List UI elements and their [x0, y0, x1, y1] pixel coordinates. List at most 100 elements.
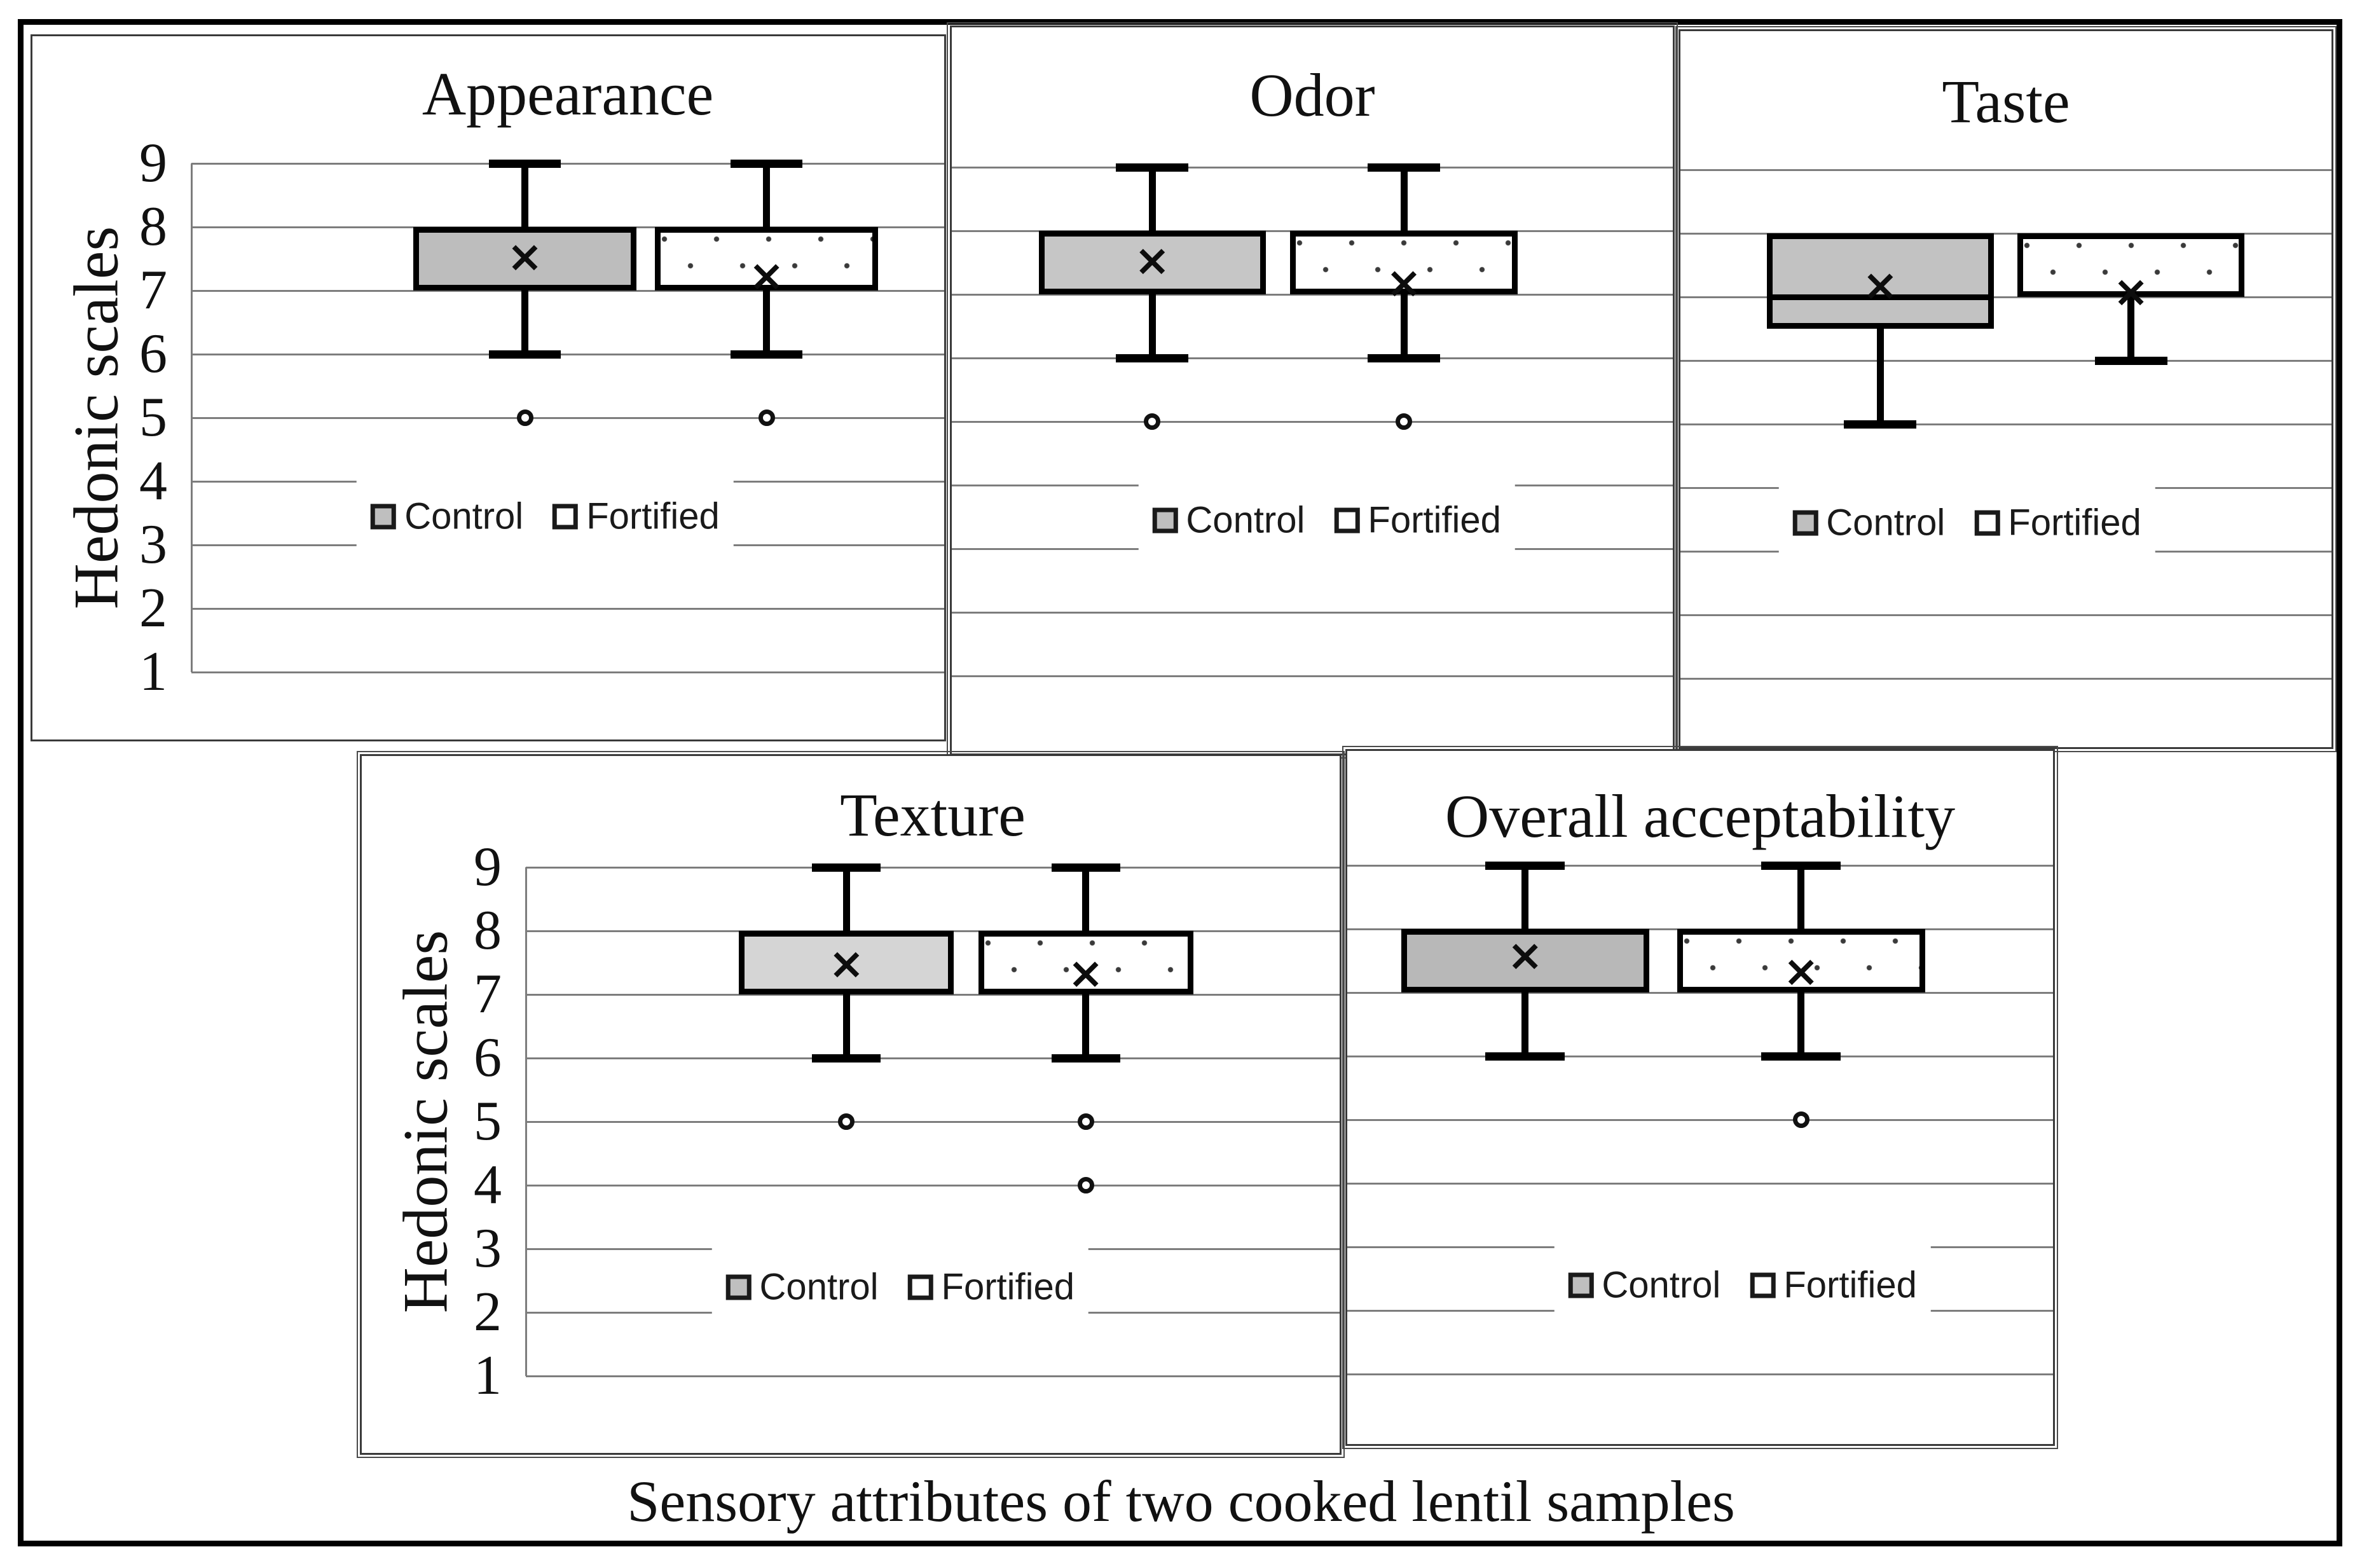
gridline-4: [1347, 1182, 2053, 1185]
whisker-fortified: [2127, 233, 2135, 361]
whisker-cap-high-control: [1116, 163, 1189, 172]
gridline-9: [526, 866, 1340, 869]
panel-title-overall-acceptability: Overall acceptability: [1445, 782, 1956, 850]
legend-swatch-control: [725, 1274, 752, 1300]
outlier-control-5: [838, 1113, 855, 1130]
gridline-5: [952, 420, 1673, 423]
y-tick-label-8: 8: [474, 900, 502, 961]
whisker-cap-high-control: [1485, 862, 1565, 870]
y-tick-label-1: 1: [139, 641, 167, 703]
box-control: [413, 227, 637, 291]
gridline-8: [1680, 232, 2331, 235]
gridline-1: [1680, 677, 2331, 680]
legend: Control Fortified: [1778, 482, 2155, 563]
whisker-cap-high-control: [812, 863, 881, 872]
whisker-cap-low-control: [1116, 354, 1189, 362]
y-tick-label-3: 3: [474, 1218, 502, 1279]
y-tick-label-4: 4: [474, 1154, 502, 1216]
y-tick-label-4: 4: [139, 450, 167, 512]
whisker-cap-high-control: [489, 160, 561, 168]
y-tick-label-9: 9: [474, 836, 502, 898]
whisker-cap-low-control: [489, 350, 561, 359]
outlier-control-5: [1144, 413, 1161, 430]
gridline-9: [1680, 168, 2331, 171]
outlier-control-5: [516, 409, 533, 426]
outlier-fortified-5: [1396, 413, 1413, 430]
whisker-control: [1876, 233, 1884, 424]
gridline-5: [1680, 423, 2331, 425]
mean-marker-fortified: ×: [748, 251, 785, 301]
legend-label-control: Control: [1186, 499, 1305, 541]
legend-item-control: Control: [1792, 502, 1945, 544]
panel-title-odor: Odor: [1249, 61, 1375, 129]
legend-swatch-control: [1568, 1272, 1594, 1298]
whisker-cap-low-control: [812, 1054, 881, 1063]
legend-label-fortified: Fortified: [1783, 1264, 1917, 1306]
y-axis-line: [525, 867, 527, 1376]
legend: Control Fortified: [357, 476, 734, 557]
outlier-fortified-5: [1792, 1111, 1809, 1128]
y-tick-label-7: 7: [139, 259, 167, 321]
whisker-cap-high-fortified: [1367, 163, 1441, 172]
whisker-cap-high-fortified: [1051, 863, 1120, 872]
box-control: [739, 931, 954, 994]
mean-marker-control: ×: [1134, 235, 1171, 286]
legend-swatch-fortified: [553, 504, 579, 529]
legend-label-control: Control: [404, 495, 524, 537]
gridline-7: [526, 993, 1340, 996]
mean-marker-fortified: ×: [1385, 258, 1422, 308]
legend-label-control: Control: [759, 1266, 879, 1308]
y-tick-label-5: 5: [139, 387, 167, 448]
legend-swatch-fortified: [907, 1274, 933, 1300]
legend-item-fortified: Fortified: [907, 1266, 1075, 1309]
whisker-cap-low-fortified: [731, 350, 802, 359]
mean-marker-fortified: ×: [2113, 266, 2150, 317]
y-tick-label-3: 3: [139, 514, 167, 575]
panel-taste: Taste × × Control Fortified: [1675, 26, 2337, 752]
panel-title-texture: Texture: [840, 781, 1026, 849]
mean-marker-control: ×: [1862, 260, 1899, 311]
gridline-7: [952, 293, 1673, 296]
legend-item-fortified: Fortified: [1974, 502, 2141, 544]
mean-marker-fortified: ×: [1783, 946, 1820, 997]
median-line-control: [1773, 294, 1988, 300]
legend-swatch-fortified: [1334, 507, 1360, 533]
y-tick-label-7: 7: [474, 963, 502, 1025]
y-axis-line: [190, 163, 193, 672]
y-tick-label-1: 1: [474, 1345, 502, 1406]
gridline-9: [191, 162, 944, 165]
gridline-2: [191, 607, 944, 610]
box-fortified: [654, 227, 879, 291]
whisker-cap-low-control: [1485, 1052, 1565, 1061]
gridline-2: [952, 611, 1673, 614]
panel-title-taste: Taste: [1942, 67, 2070, 135]
box-fortified: [2017, 233, 2244, 297]
y-tick-label-8: 8: [139, 196, 167, 258]
box-control: [1401, 929, 1649, 993]
gridline-7: [191, 289, 944, 292]
whisker-cap-low-fortified: [1367, 354, 1441, 362]
gridline-6: [526, 1057, 1340, 1059]
legend-item-control: Control: [1152, 499, 1305, 542]
y-axis-title: Hedonic scales: [390, 930, 461, 1314]
whisker-cap-high-fortified: [1761, 862, 1841, 870]
legend-swatch-control: [371, 504, 397, 529]
box-fortified: [1677, 929, 1925, 993]
whisker-cap-low-fortified: [2094, 357, 2167, 365]
whisker-cap-low-fortified: [1051, 1054, 1120, 1063]
legend-swatch-fortified: [1750, 1272, 1776, 1298]
panel-title-appearance: Appearance: [422, 60, 714, 128]
legend-label-fortified: Fortified: [1368, 499, 1501, 541]
legend-item-fortified: Fortified: [1334, 499, 1501, 542]
legend-item-control: Control: [371, 495, 523, 538]
legend: Control Fortified: [711, 1246, 1089, 1328]
gridline-7: [1347, 991, 2053, 994]
mean-marker-control: ×: [828, 939, 865, 989]
legend-label-fortified: Fortified: [586, 495, 720, 537]
whisker-cap-low-fortified: [1761, 1052, 1841, 1061]
legend-swatch-fortified: [1974, 510, 2000, 535]
